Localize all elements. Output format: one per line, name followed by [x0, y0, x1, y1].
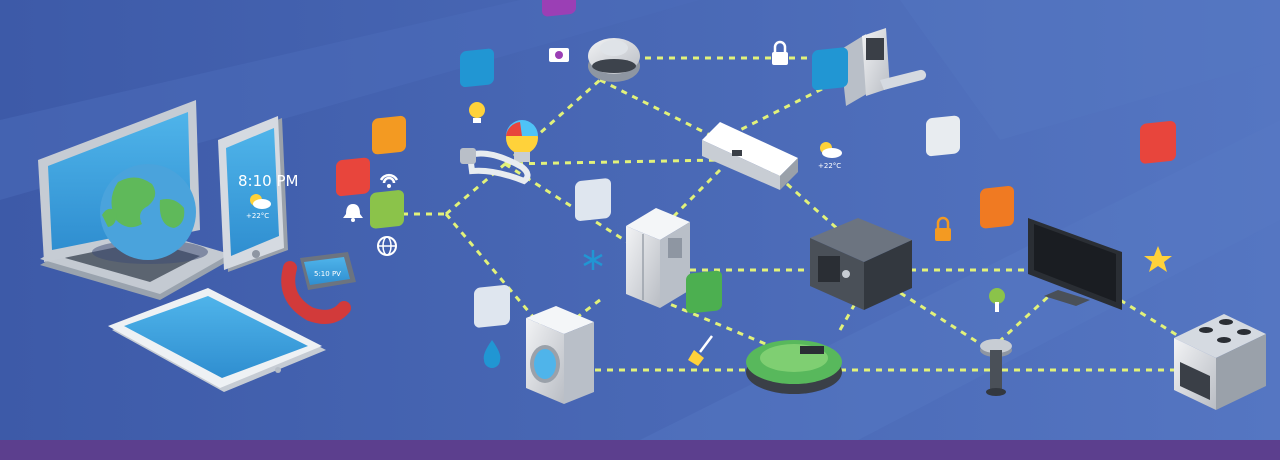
garden-light-icon — [980, 339, 1012, 396]
smartphone-icon: 8:10 PM +22°C — [218, 116, 298, 272]
phone-temperature: +22°C — [246, 212, 269, 220]
air-conditioner-icon — [702, 122, 798, 190]
tree-icon — [980, 186, 1014, 312]
padlock-icon — [772, 40, 788, 65]
robot-vacuum-icon — [746, 340, 842, 394]
background-stripe — [900, 0, 1280, 140]
washing-machine-icon — [526, 306, 594, 404]
weather-icon: +22°C — [812, 47, 848, 170]
tablet-icon — [108, 288, 326, 392]
globe-icon — [92, 164, 208, 264]
lightbulb-icon — [460, 48, 494, 123]
stove-oven-icon — [1174, 314, 1266, 410]
wifi-icon — [372, 115, 406, 188]
snowflake-icon — [575, 178, 611, 270]
weather-cloud-icon — [253, 199, 271, 209]
globe-web-icon — [370, 190, 404, 256]
padlock-icon — [926, 115, 960, 241]
watch-time: 5:10 PV — [314, 270, 341, 278]
water-drop-icon — [474, 284, 510, 368]
bell-icon — [336, 157, 370, 222]
smart-lock-icon — [840, 28, 927, 106]
security-camera-icon — [588, 38, 640, 82]
bottom-band — [0, 440, 1280, 460]
camera-icon — [542, 0, 576, 62]
refrigerator-icon — [626, 208, 690, 308]
safe-icon — [810, 218, 912, 310]
rgb-bulb-icon — [506, 120, 538, 162]
ac-temperature: +22°C — [818, 162, 841, 170]
phone-time: 8:10 PM — [238, 172, 298, 190]
television-icon — [1028, 218, 1122, 310]
broom-icon — [686, 270, 722, 366]
cfl-bulb-icon — [460, 148, 531, 185]
smartwatch-icon: 5:10 PV — [281, 252, 356, 324]
star-icon — [1140, 120, 1176, 272]
